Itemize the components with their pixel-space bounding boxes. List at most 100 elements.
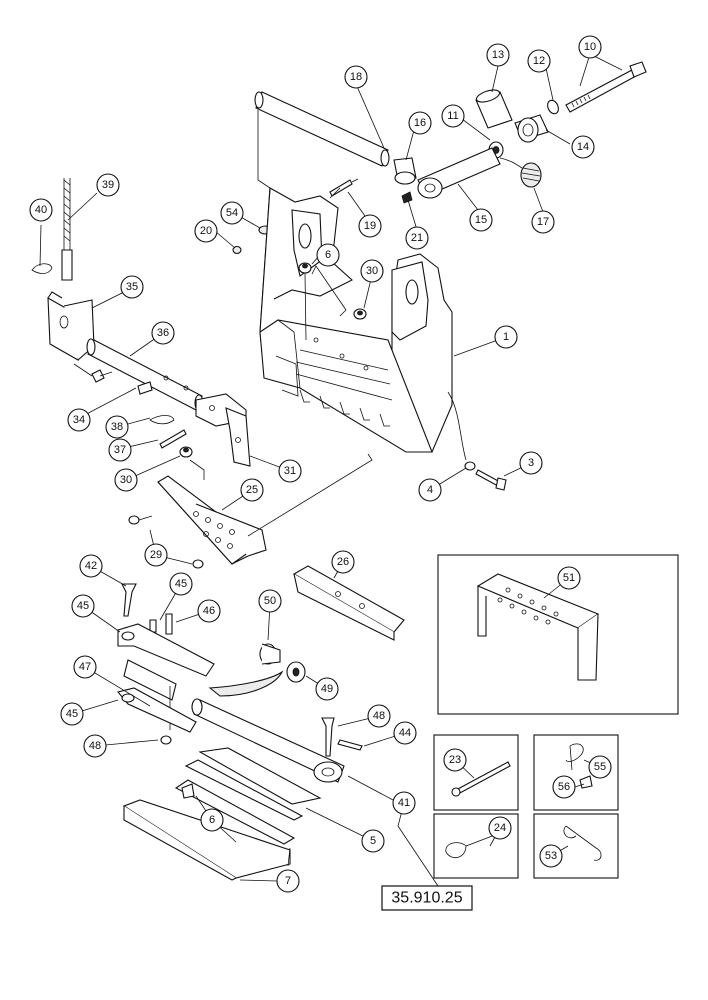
bolt-part: [128, 515, 204, 569]
svg-text:46: 46: [203, 605, 215, 617]
spring-part: [499, 157, 542, 188]
callout-38: 38: [105, 415, 129, 439]
pin-part: [159, 429, 187, 449]
callout-19: 19: [358, 214, 382, 238]
callout-34: 34: [67, 408, 91, 432]
rod-part: [61, 178, 73, 281]
bushing-part: [286, 661, 306, 683]
callout-13: 13: [486, 43, 510, 67]
callout-30: 30: [360, 259, 384, 283]
svg-text:48: 48: [373, 710, 385, 722]
svg-text:7: 7: [285, 875, 291, 887]
plate-part: [117, 623, 215, 677]
pin-part: [86, 338, 204, 412]
svg-text:6: 6: [325, 249, 331, 261]
svg-text:47: 47: [79, 661, 91, 673]
bushing-part: [393, 157, 417, 185]
nut-part: [401, 191, 413, 204]
callouts: 10 12 13 18 16 11 14 39 40 54 20 19 21 1…: [29, 35, 612, 893]
svg-text:51: 51: [563, 572, 575, 584]
svg-text:21: 21: [411, 232, 423, 244]
callout-3: 3: [519, 451, 543, 475]
svg-text:30: 30: [120, 474, 132, 486]
inset-pin-box: [433, 734, 519, 811]
callout-16: 16: [408, 111, 432, 135]
clip-part: [337, 739, 363, 751]
clip-part: [149, 415, 175, 425]
svg-text:20: 20: [200, 225, 212, 237]
svg-text:39: 39: [102, 179, 114, 191]
callout-42: 42: [79, 554, 103, 578]
svg-text:36: 36: [157, 327, 169, 339]
bushing-part: [259, 643, 281, 665]
svg-text:11: 11: [447, 110, 458, 122]
callout-45: 45: [169, 572, 193, 596]
svg-text:14: 14: [577, 141, 589, 153]
svg-text:18: 18: [350, 71, 362, 83]
callout-51: 51: [557, 566, 581, 590]
svg-text:13: 13: [492, 49, 504, 61]
callout-23: 23: [443, 748, 467, 772]
nut-part: [298, 262, 312, 341]
callout-47: 47: [73, 655, 97, 679]
callout-29: 29: [144, 543, 168, 567]
reference-box: 35.910.25: [381, 885, 473, 911]
callout-11: 11: [441, 104, 465, 128]
callout-14: 14: [571, 135, 595, 159]
nut-part: [179, 446, 205, 480]
callout-48: 48: [83, 734, 107, 758]
pin-part: [321, 717, 335, 757]
callout-12: 12: [527, 49, 551, 73]
bushing-part: [514, 114, 549, 143]
callout-17: 17: [531, 210, 555, 234]
bolt-part: [565, 61, 647, 113]
svg-text:45: 45: [175, 578, 187, 590]
callout-18: 18: [344, 65, 368, 89]
plate-part: [122, 799, 291, 881]
svg-text:1: 1: [503, 331, 509, 343]
svg-text:56: 56: [558, 781, 570, 793]
nut-part: [181, 783, 195, 799]
callout-15: 15: [469, 208, 493, 232]
svg-text:17: 17: [537, 216, 549, 228]
callout-30: 30: [114, 468, 138, 492]
svg-text:10: 10: [584, 41, 596, 53]
callout-5: 5: [361, 829, 385, 853]
bolt-part: [165, 613, 173, 635]
pin-part: [121, 583, 137, 617]
svg-text:44: 44: [399, 727, 411, 739]
svg-text:26: 26: [337, 556, 349, 568]
callout-35: 35: [120, 275, 144, 299]
svg-text:31: 31: [284, 465, 296, 477]
callout-54: 54: [220, 201, 244, 225]
svg-text:24: 24: [494, 822, 506, 834]
bolt-part: [329, 178, 359, 199]
svg-text:45: 45: [77, 600, 89, 612]
callout-48: 48: [367, 704, 391, 728]
nut-part: [232, 245, 242, 255]
svg-text:15: 15: [475, 214, 487, 226]
svg-text:37: 37: [114, 444, 126, 456]
callout-45: 45: [60, 702, 84, 726]
callout-4: 4: [418, 478, 442, 502]
mount-wedge: [208, 670, 284, 697]
callout-21: 21: [405, 226, 429, 250]
callout-37: 37: [108, 438, 132, 462]
inset-clip-box: [433, 813, 519, 879]
svg-text:16: 16: [414, 117, 426, 129]
callout-49: 49: [315, 677, 339, 701]
pin-part: [417, 147, 501, 199]
inset-clip-box: [533, 813, 619, 879]
svg-text:41: 41: [398, 797, 410, 809]
svg-text:42: 42: [85, 560, 97, 572]
channel-part: [157, 453, 373, 565]
inset-step-box: [437, 554, 679, 715]
svg-text:40: 40: [35, 204, 47, 216]
reference-code: 35.910.25: [391, 890, 462, 907]
callout-26: 26: [331, 550, 355, 574]
svg-text:4: 4: [427, 484, 433, 496]
callout-31: 31: [278, 459, 302, 483]
callout-46: 46: [197, 599, 221, 623]
svg-text:38: 38: [111, 421, 123, 433]
